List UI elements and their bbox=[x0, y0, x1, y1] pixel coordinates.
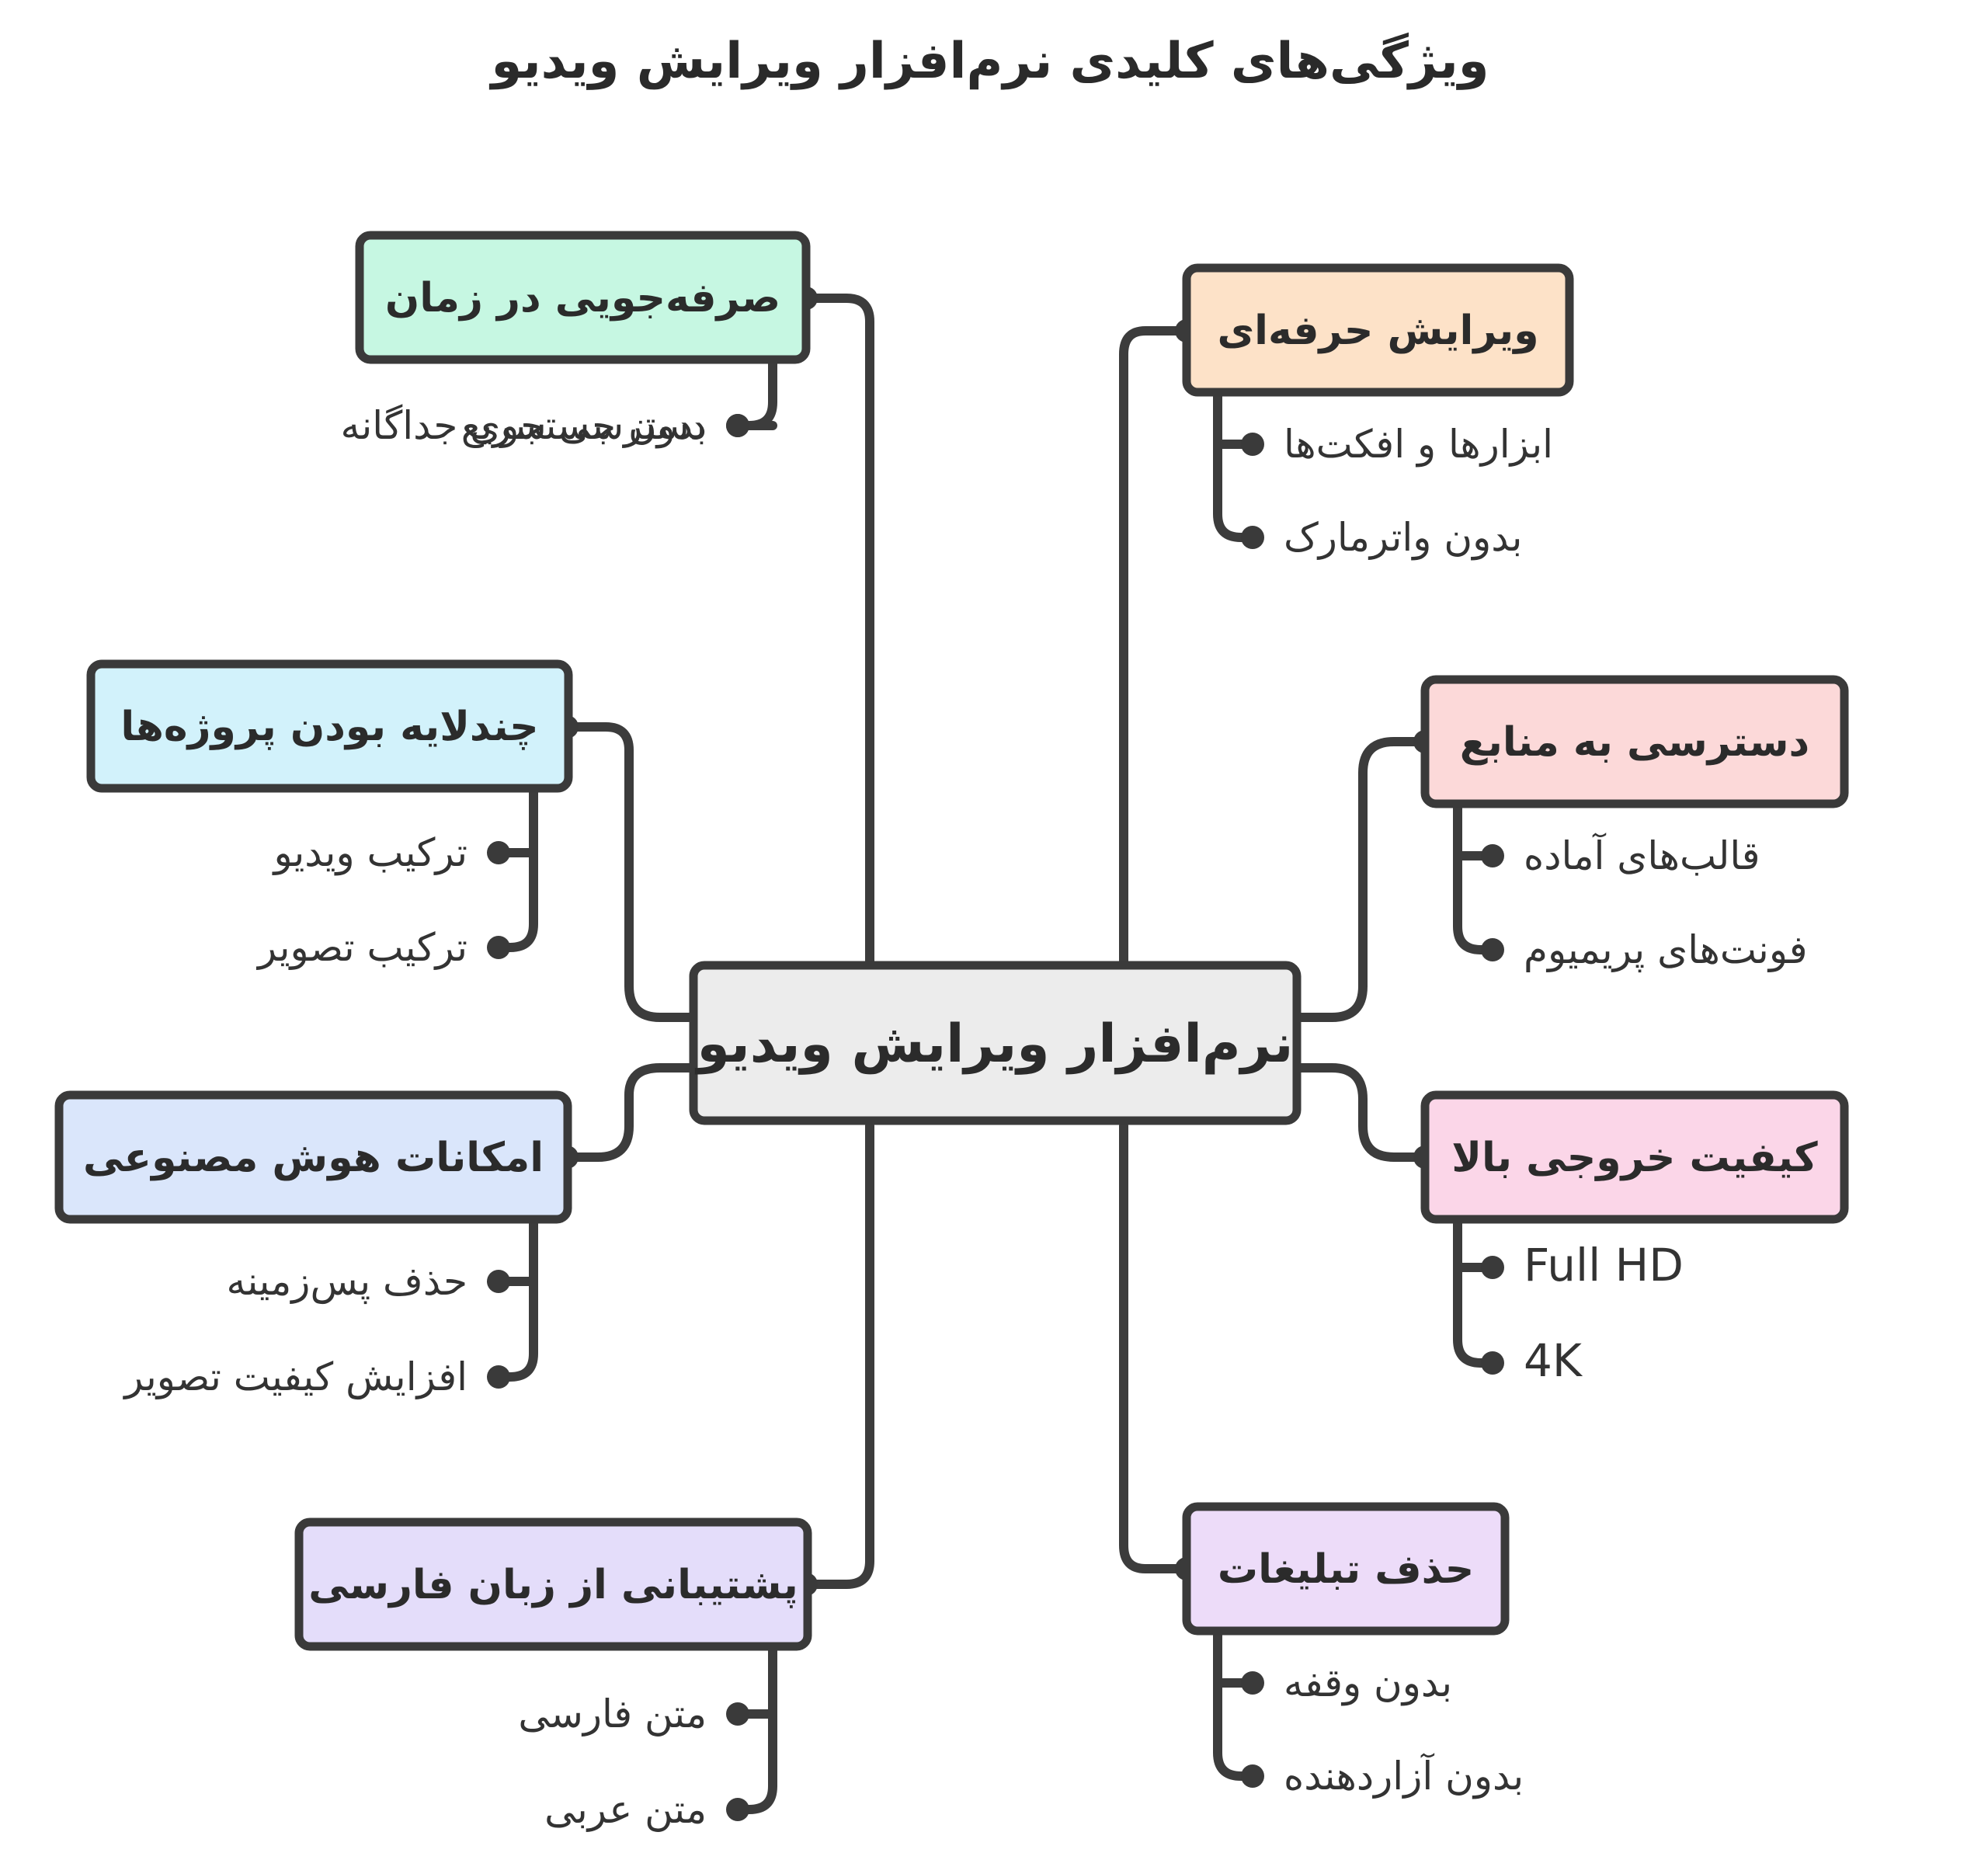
leaf-spine-resources bbox=[1453, 799, 1497, 954]
leaf-label: ترکیب تصویر bbox=[255, 925, 467, 970]
leaf-label: بدون آزاردهنده bbox=[1284, 1753, 1524, 1799]
leaf-bullet bbox=[487, 1270, 510, 1293]
branch-label: امکانات هوش مصنوعی bbox=[83, 1135, 544, 1181]
leaf-bullet bbox=[1241, 1764, 1264, 1788]
leaf-label: ترکیب ویدیو bbox=[272, 830, 467, 876]
branch-box bbox=[1182, 1502, 1510, 1636]
center-node-box bbox=[689, 961, 1302, 1125]
leaf-bullet bbox=[726, 414, 749, 437]
branch-box bbox=[294, 1518, 812, 1651]
branch-label: ویرایش حرفه‌ای bbox=[1217, 308, 1538, 354]
leaf-bullet bbox=[1481, 844, 1504, 867]
leaf-bullet bbox=[1481, 1351, 1504, 1375]
connector-quality bbox=[1292, 1063, 1430, 1162]
leaf-label: متن فارسی bbox=[518, 1691, 707, 1737]
leaf-label: Full HD bbox=[1524, 1239, 1684, 1292]
leaf-spine-ai bbox=[494, 1215, 538, 1382]
leaf-bullet bbox=[1241, 1671, 1264, 1695]
leaf-label: فونت‌های پریمیوم bbox=[1524, 927, 1808, 972]
leaf-bullet bbox=[1481, 938, 1504, 961]
leaf-bullet bbox=[1241, 433, 1264, 456]
leaf-label: افزایش کیفیت تصویر bbox=[122, 1354, 467, 1399]
branch-label: پشتیبانی از زبان فارسی bbox=[308, 1562, 798, 1608]
branch-node-pro: ویرایش حرفه‌ای bbox=[1182, 263, 1574, 397]
center-node: نرم‌افزار ویرایش ویدیو bbox=[689, 961, 1302, 1125]
diagram-title: ویژگی‌های کلیدی نرم‌افزار ویرایش ویدیو bbox=[488, 32, 1489, 90]
branch-label: حذف تبلیغات bbox=[1218, 1546, 1474, 1593]
leaf-label: بدون وقفه bbox=[1284, 1660, 1452, 1706]
branch-box bbox=[1182, 263, 1574, 397]
leaf-label: متن عربی bbox=[544, 1787, 707, 1832]
leaf-bullet bbox=[487, 1365, 510, 1389]
branch-node-resources: دسترسی به منابع bbox=[1420, 675, 1849, 808]
leaf-spine-quality bbox=[1453, 1215, 1497, 1368]
connector-time bbox=[801, 294, 874, 968]
leaf-bullet bbox=[487, 936, 510, 959]
branch-label: چندلایه بودن پروژه‌ها bbox=[120, 704, 538, 750]
connector-layers bbox=[562, 722, 698, 1022]
branch-label: دسترسی به منابع bbox=[1460, 719, 1809, 766]
leaf-spine-ads bbox=[1213, 1626, 1257, 1781]
branch-box bbox=[86, 659, 573, 793]
branch-box bbox=[1420, 1090, 1849, 1224]
connector-persian bbox=[801, 1121, 874, 1589]
leaf-label: دسترسی سریع bbox=[461, 403, 707, 449]
leaf-spine-layers bbox=[494, 784, 538, 952]
leaf-label: 4K bbox=[1524, 1334, 1583, 1387]
leaf-label: قالب‌های آماده bbox=[1524, 833, 1760, 878]
connector-ads bbox=[1119, 1121, 1191, 1573]
connector-lines bbox=[487, 287, 1504, 1821]
leaf-label: ابزارها و افکت‌ها bbox=[1284, 422, 1553, 468]
leaf-spine-persian bbox=[733, 1642, 777, 1814]
center-node-label: نرم‌افزار ویرایش ویدیو bbox=[695, 1013, 1294, 1075]
leaf-bullet bbox=[1481, 1256, 1504, 1279]
branch-box bbox=[1420, 675, 1849, 808]
leaf-bullet bbox=[726, 1702, 749, 1726]
leaf-spine-pro bbox=[1213, 388, 1257, 542]
branch-node-ads: حذف تبلیغات bbox=[1182, 1502, 1510, 1636]
connector-resources bbox=[1292, 737, 1430, 1022]
branch-node-persian: پشتیبانی از زبان فارسی bbox=[294, 1518, 812, 1651]
branch-node-layers: چندلایه بودن پروژه‌ها bbox=[86, 659, 573, 793]
connector-ai bbox=[562, 1063, 698, 1162]
leaf-bullet bbox=[487, 841, 510, 864]
branch-label: کیفیت خروجی بالا bbox=[1451, 1135, 1818, 1181]
leaf-label: حذف پس‌زمینه bbox=[227, 1259, 467, 1304]
branch-label: صرفه‌جویی در زمان bbox=[385, 275, 780, 322]
connector-pro bbox=[1119, 326, 1191, 968]
branch-node-quality: کیفیت خروجی بالا bbox=[1420, 1090, 1849, 1224]
branch-box bbox=[355, 231, 811, 364]
leaf-label: بدون واترمارک bbox=[1284, 515, 1522, 561]
leaf-bullet bbox=[1241, 526, 1264, 549]
branch-node-ai: امکانات هوش مصنوعی bbox=[54, 1090, 572, 1224]
leaf-label: بدون جستجوی جداگانه bbox=[341, 403, 707, 449]
branch-box bbox=[54, 1090, 572, 1224]
leaf-bullet bbox=[726, 1798, 749, 1821]
branch-node-time: صرفه‌جویی در زمان bbox=[355, 231, 811, 364]
node-boxes: نرم‌افزار ویرایش ویدیو صرفه‌جویی در زمان د… bbox=[54, 231, 1849, 1832]
